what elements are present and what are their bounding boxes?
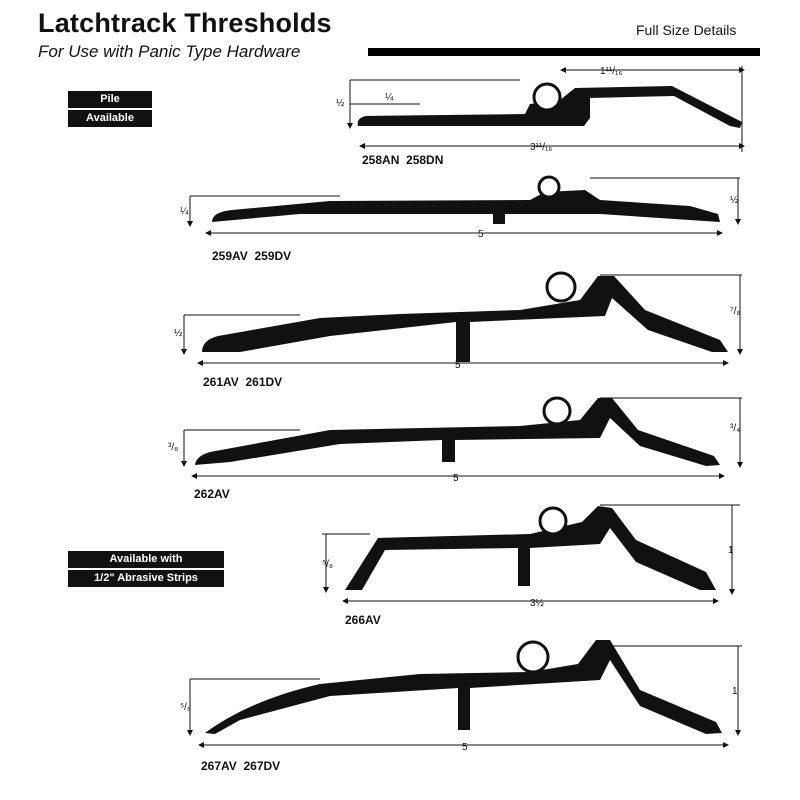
full-size-note: Full Size Details: [636, 22, 737, 38]
pile-seal-icon: [516, 640, 550, 674]
badge-line-2: 1/2" Abrasive Strips: [94, 572, 198, 584]
badge-line-1: Pile: [100, 93, 120, 105]
profile-261: 5 ½ ⁷/₈ 261AV 261DV: [174, 271, 743, 389]
dimension-overall-width: 5: [455, 360, 461, 371]
model-label: 261AV 261DV: [203, 375, 282, 389]
dimension-left-height: ³/₈: [168, 442, 178, 453]
badge-line-2: Available: [86, 112, 134, 124]
model-label: 266AV: [345, 613, 381, 627]
profile-267: 5 ⁵/₈ 1 267AV 267DV: [180, 640, 742, 773]
badge-line-1: Available with: [109, 553, 183, 565]
page-subtitle: For Use with Panic Type Hardware: [38, 42, 301, 61]
dimension-right-height: 1: [728, 545, 734, 556]
dimension-right-height: 1: [732, 686, 738, 697]
profile-266: 3½ ⁵/₈ 1 266AV: [322, 504, 740, 627]
dimension-overall-width: 3½: [530, 598, 545, 609]
model-label: 259AV 259DV: [212, 249, 291, 263]
dimension-overall-width: 5: [453, 473, 459, 484]
pile-seal-icon: [538, 506, 568, 536]
dimension-overall-width: 5: [478, 229, 484, 240]
dimension-right-height: ⁷/₈: [730, 306, 741, 317]
model-label: 258AN 258DN: [362, 153, 443, 167]
dimension-right-height: ½: [730, 195, 739, 206]
header-rule: [368, 48, 760, 56]
dimension-overall-width: 3¹¹/₁₆: [530, 142, 552, 153]
threshold-profile-shape: [195, 398, 720, 466]
dimension-height-half: ½: [336, 98, 345, 109]
badge-divider: [68, 108, 152, 110]
badge-divider: [68, 568, 224, 570]
profile-258: 1¹¹/₁₆ 3¹¹/₁₆ ½ ¼ 258AN 258DN: [336, 66, 745, 167]
page-title: Latchtrack Thresholds: [38, 8, 332, 38]
model-label: 262AV: [194, 487, 230, 501]
dimension-left-height: ½: [174, 328, 183, 339]
threshold-profile-shape: [205, 640, 722, 734]
pile-seal-icon: [537, 175, 561, 199]
dimension-height-quarter: ¼: [385, 91, 394, 103]
pile-seal-icon: [532, 82, 562, 112]
dimension-top-width: 1¹¹/₁₆: [600, 66, 622, 77]
pile-seal-icon: [542, 396, 572, 426]
profile-259: 5 ¼ ½ 259AV 259DV: [180, 175, 741, 263]
pile-available-badge: Pile Available: [68, 91, 152, 127]
abrasive-strips-badge: Available with 1/2" Abrasive Strips: [68, 551, 224, 587]
profile-262: 5 ³/₈ ³/₄ 262AV: [168, 396, 743, 501]
threshold-profile-shape: [345, 506, 716, 590]
model-label: 267AV 267DV: [201, 759, 280, 773]
dimension-left-height: ⁵/₈: [180, 702, 191, 713]
threshold-profile-shape: [202, 276, 728, 362]
pile-seal-icon: [545, 271, 577, 303]
dimension-overall-width: 5: [462, 742, 468, 753]
dimension-right-height: ³/₄: [730, 423, 740, 434]
threshold-profile-shape: [212, 190, 720, 224]
dimension-left-height: ¼: [180, 205, 189, 217]
dimension-left-height: ⁵/₈: [322, 559, 333, 570]
